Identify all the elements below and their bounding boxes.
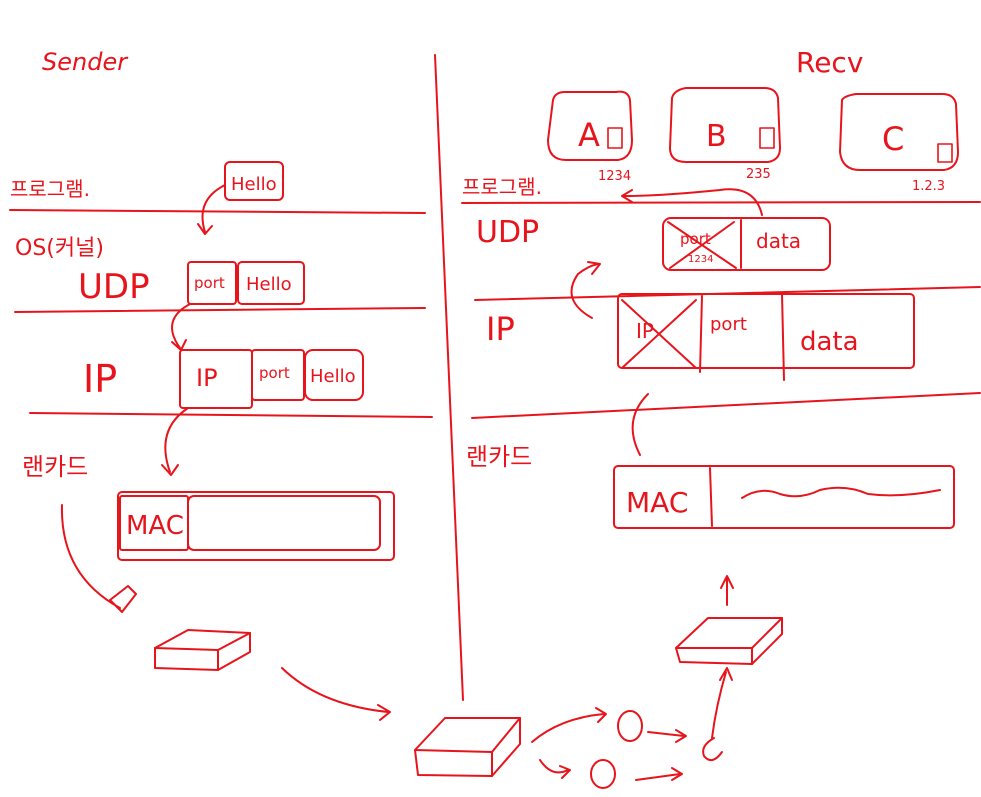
sender-arrow-ip-to-lan <box>161 407 189 476</box>
sender-title: Sender <box>42 48 129 76</box>
receiver-mac-payload-wave <box>741 486 941 499</box>
sender-layer-udp: UDP <box>78 267 150 307</box>
sender-line-2 <box>14 307 426 313</box>
receiver-app-a-socket <box>607 127 623 149</box>
receiver-app-b-box <box>669 87 781 163</box>
receiver-udp-port-crossout <box>667 221 737 269</box>
switch-arrow-up <box>531 707 607 743</box>
sender-udp-hello-label: Hello <box>246 274 292 295</box>
receiver-app-b-label: B <box>706 119 727 154</box>
sender-layer-program: 프로그램. <box>10 177 90 201</box>
sender-nic-device <box>154 629 251 671</box>
sender-udp-hello-box <box>237 261 305 305</box>
receiver-arrow-udp-to-app-a <box>621 188 763 216</box>
sender-mac-label: MAC <box>126 511 184 541</box>
sender-line-1 <box>9 209 426 214</box>
receiver-udp-data-label: data <box>756 229 801 253</box>
receiver-line-3 <box>471 392 981 419</box>
receiver-udp-port-number: 1234 <box>688 254 713 265</box>
receiver-arrow-nic-to-lan <box>720 575 734 606</box>
receiver-ip-ip-label: IP <box>636 319 654 343</box>
center-divider <box>434 54 464 701</box>
router-node-2 <box>702 737 723 762</box>
receiver-arrow-ip-to-udp <box>570 261 601 319</box>
receiver-app-c-socket <box>937 143 953 163</box>
receiver-mac-frame <box>613 465 955 529</box>
receiver-app-c-box <box>839 93 959 171</box>
sender-layer-lancard: 랜카드 <box>22 453 88 481</box>
receiver-title: Recv <box>796 46 863 79</box>
receiver-app-a-box <box>547 90 633 161</box>
switch-arrow-down <box>539 759 571 779</box>
sender-udp-port-box <box>187 261 237 305</box>
sender-arrow-lan-to-nic <box>60 504 137 613</box>
receiver-layer-lancard: 랜카드 <box>466 443 532 471</box>
sender-arrow-to-switch <box>281 667 391 721</box>
receiver-ip-divider-1 <box>699 295 703 373</box>
sender-ip-port-label: port <box>259 364 290 382</box>
sender-mac-payload <box>187 495 381 551</box>
receiver-layer-ip: IP <box>486 310 515 348</box>
receiver-ip-data-label: data <box>800 327 859 357</box>
receiver-ip-divider-2 <box>781 293 785 381</box>
receiver-mac-label: MAC <box>626 486 688 519</box>
receiver-app-a-label: A <box>578 116 600 154</box>
router-node-3 <box>590 759 616 789</box>
receiver-layer-udp: UDP <box>476 215 539 250</box>
router-arrow-2 <box>635 767 683 781</box>
sender-ip-hello-label: Hello <box>310 366 356 387</box>
receiver-app-b-socket <box>759 127 775 149</box>
receiver-line-1 <box>461 201 981 204</box>
router-node-1 <box>617 710 643 742</box>
router-arrow-to-receiver <box>711 667 733 739</box>
receiver-mac-divider <box>709 467 713 527</box>
sender-ip-hello-box <box>304 349 364 401</box>
sender-mac-frame <box>117 491 395 561</box>
receiver-ip-port-label: port <box>710 314 747 335</box>
sender-program-hello-label: Hello <box>231 174 277 195</box>
receiver-app-a-port: 1234 <box>598 169 631 184</box>
sender-udp-port-label: port <box>194 274 225 292</box>
network-switch-device <box>414 717 521 777</box>
receiver-app-b-port: 235 <box>746 167 771 182</box>
receiver-nic-device <box>675 617 783 665</box>
receiver-udp-segment <box>662 217 831 271</box>
sender-program-hello-box <box>224 161 284 201</box>
sender-ip-ip-label: IP <box>196 364 218 392</box>
receiver-layer-program: 프로그램. <box>462 175 542 199</box>
sender-line-3 <box>29 412 433 418</box>
receiver-app-c-label: C <box>882 120 904 158</box>
router-arrow-1 <box>647 729 687 743</box>
sender-layer-os: OS(커널) <box>15 236 104 261</box>
receiver-arrow-lan-to-ip <box>631 393 649 456</box>
receiver-ip-packet <box>617 293 915 369</box>
sender-layer-ip: IP <box>83 357 117 401</box>
receiver-ip-ip-crossout <box>621 299 697 369</box>
sender-arrow-program-to-os <box>197 184 226 235</box>
receiver-app-c-port: 1.2.3 <box>912 179 945 194</box>
